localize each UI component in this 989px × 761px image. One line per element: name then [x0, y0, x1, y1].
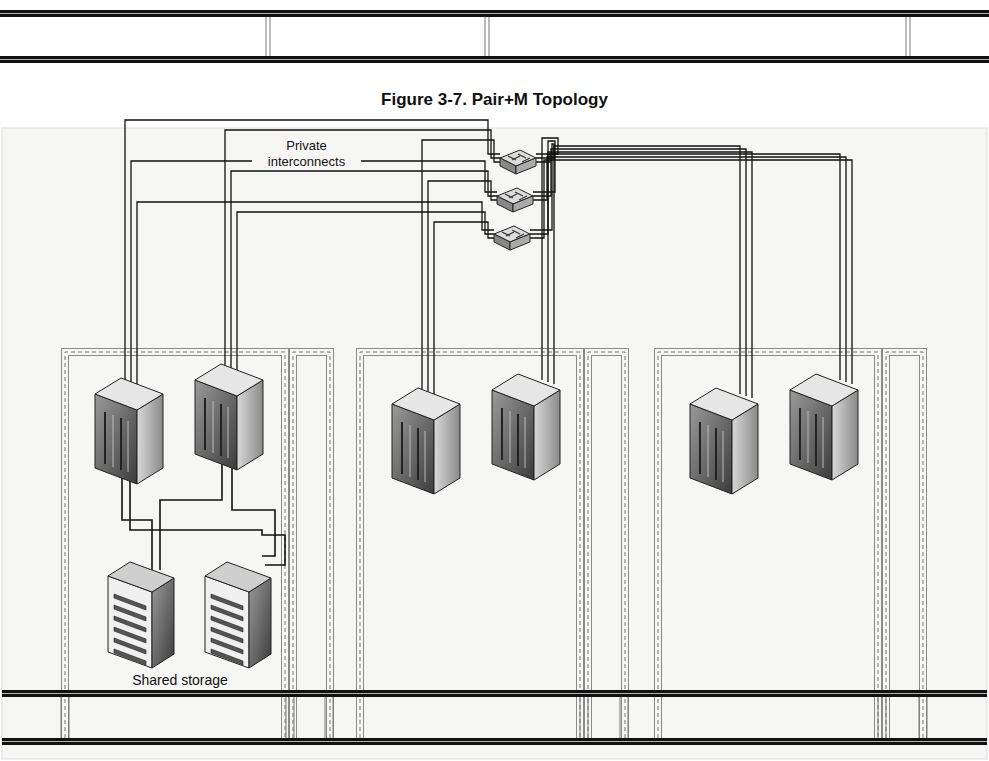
interconnect-wire: [536, 146, 740, 394]
region-outline: [658, 352, 878, 745]
region-outline: [588, 352, 625, 745]
interconnect-wire: [434, 222, 494, 398]
region-outline: [360, 352, 580, 745]
region-outline: [360, 352, 580, 745]
bar-tick: [878, 697, 879, 738]
region-outline: [588, 352, 625, 745]
storage-label: Shared storage: [100, 672, 260, 688]
bar-tick: [886, 697, 887, 738]
bar-tick: [294, 697, 295, 738]
bar-tick: [580, 697, 581, 738]
region-outline: [65, 352, 285, 745]
bar-tick: [333, 697, 334, 738]
interconnect-wire: [231, 171, 497, 372]
bar-tick: [620, 697, 621, 738]
bar-tick: [628, 697, 629, 738]
figure-title: Figure 3-7. Pair+M Topology: [0, 90, 989, 110]
region-outline: [293, 352, 330, 745]
region-outline: [293, 352, 330, 745]
region-outline: [658, 352, 878, 745]
region-outline: [886, 352, 923, 745]
bar-tick: [919, 697, 920, 738]
interconnect-wire: [536, 154, 840, 380]
region-outline: [588, 352, 625, 745]
region-outline: [886, 352, 923, 745]
bar-tick: [286, 697, 287, 738]
interconnect-wire: [237, 212, 494, 374]
interconnect-wire: [530, 152, 752, 398]
bar-tick: [325, 697, 326, 738]
region-outline: [65, 352, 285, 745]
interconnect-wire: [533, 149, 746, 396]
bar-tick: [927, 697, 928, 738]
region-outline: [65, 352, 285, 745]
interconnect-wire: [125, 120, 500, 384]
interconnect-wire: [137, 202, 494, 388]
interconnect-wire: [131, 161, 497, 386]
bar-tick: [61, 697, 62, 738]
region-outline: [293, 352, 330, 745]
region-outline: [886, 352, 923, 745]
region-outline: [658, 352, 878, 745]
region-outline: [360, 352, 580, 745]
interconnect-wire: [225, 130, 500, 370]
interconnect-label: Private interconnects: [252, 138, 361, 170]
interconnect-wire: [533, 157, 846, 382]
interconnect-wire: [530, 160, 852, 384]
bar-tick: [69, 697, 70, 738]
bar-tick: [588, 697, 589, 738]
interconnect-wire: [428, 181, 497, 396]
